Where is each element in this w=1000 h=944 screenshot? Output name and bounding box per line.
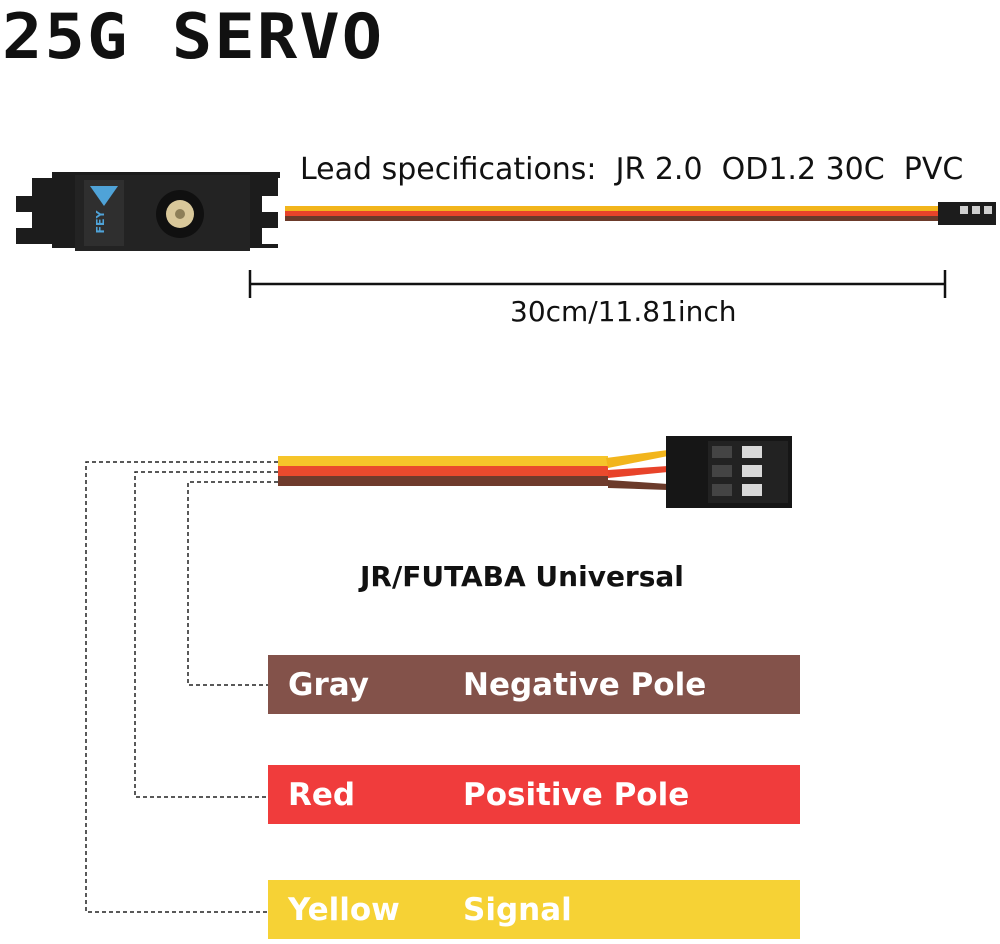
lead-length-label: 30cm/11.81inch [510, 295, 737, 328]
wire-function: Negative Pole [463, 667, 707, 703]
wire-row-gray: Gray Negative Pole [268, 655, 800, 714]
servo-lead-wires [285, 202, 996, 225]
page-title: 25G SERVO [2, 0, 385, 73]
wire-color-name: Red [288, 777, 356, 813]
wire-color-name: Yellow [288, 892, 400, 928]
servo-image: FEY [16, 172, 280, 251]
wire-row-red: Red Positive Pole [268, 765, 800, 824]
wire-row-yellow: Yellow Signal [268, 880, 800, 939]
wire-function: Signal [463, 892, 572, 928]
leader-line-yellow [85, 461, 278, 913]
leader-lines [85, 461, 278, 913]
wire-color-name: Gray [288, 667, 369, 703]
leader-line-gray [187, 481, 278, 686]
leader-line-red [134, 471, 278, 798]
connector-closeup [278, 436, 792, 508]
connector-standard-label: JR/FUTABA Universal [360, 560, 684, 593]
length-dimension-line [248, 270, 947, 298]
servo-logo-text: FEY [94, 209, 107, 233]
lead-specification: Lead specifications: JR 2.0 OD1.2 30C PV… [300, 152, 964, 187]
wire-function: Positive Pole [463, 777, 690, 813]
